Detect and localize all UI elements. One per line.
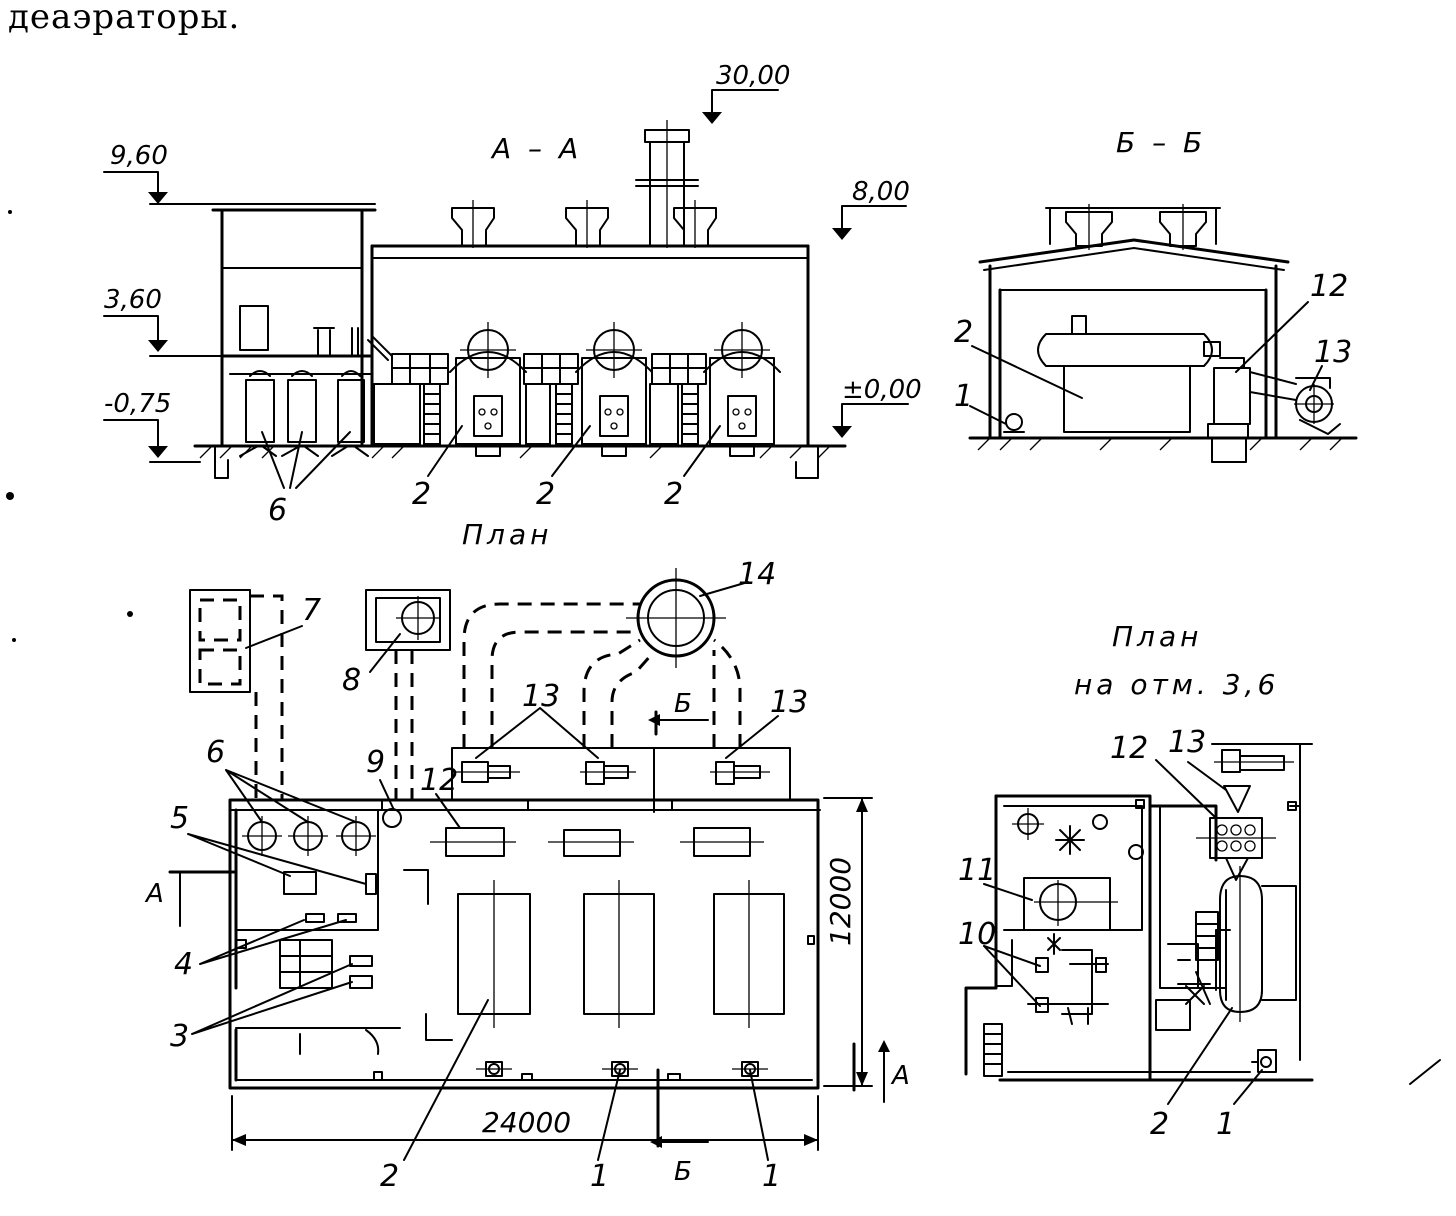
- label-plan-8: 8: [342, 663, 361, 698]
- scan-artifacts: [6, 210, 133, 642]
- bb-pump: [1003, 413, 1025, 433]
- label-aa-6: 6: [268, 493, 287, 528]
- label-aa-2a: 2: [412, 477, 431, 512]
- plan-boilers: [457, 880, 785, 1028]
- plan36-pump-1: [1251, 1049, 1277, 1073]
- label-bb-12: 12: [1310, 269, 1348, 304]
- dim-width: 24000: [482, 1106, 571, 1139]
- mark-30: 30,00: [716, 61, 790, 91]
- bb-roof-inner: [983, 247, 1285, 271]
- roof-ventilators: [451, 200, 717, 248]
- label-p36-13: 13: [1168, 725, 1206, 760]
- label-p36-2: 2: [1150, 1107, 1169, 1142]
- mark-9-60: 9,60: [110, 141, 168, 171]
- annex-frame: [211, 208, 377, 479]
- section-aa: А – А: [103, 61, 922, 528]
- plan36-outline: [964, 743, 1314, 1082]
- plan-tank-7: [189, 589, 284, 800]
- bb-roof-ventilators: [1065, 204, 1207, 250]
- mark-0: ±0,00: [842, 375, 922, 405]
- header-text: деаэраторы.: [8, 0, 240, 37]
- plan36-fan: [1214, 749, 1294, 813]
- plan36-leaders: [983, 759, 1441, 1105]
- bb-vent-frame: [1045, 207, 1221, 245]
- bb-wall-right: [1264, 264, 1278, 440]
- label-bb-13: 13: [1314, 335, 1352, 370]
- bb-ground-hatching: [977, 437, 1343, 451]
- plan-leaders: [187, 581, 779, 1161]
- section-aa-title: А – А: [490, 132, 582, 165]
- label-plan-9: 9: [366, 745, 385, 780]
- label-plan-1b: 1: [762, 1159, 781, 1194]
- bb-roof: [978, 238, 1290, 264]
- deaerator-platform-equipment: [229, 305, 393, 375]
- plan-cut-a: А А: [144, 870, 910, 1103]
- plan36-details: [1012, 799, 1297, 1031]
- boilers: [449, 322, 781, 457]
- label-p36-1: 1: [1216, 1107, 1235, 1142]
- plan-building-outline: [228, 798, 821, 1090]
- section-bb: Б – Б: [954, 126, 1358, 463]
- label-p36-12: 12: [1110, 731, 1148, 766]
- main-plan: План: [144, 518, 910, 1194]
- cut-b-bottom: Б: [674, 1157, 692, 1187]
- plan36-title: План: [1112, 620, 1202, 653]
- cut-b-top: Б: [674, 689, 692, 719]
- plan36-burner-block: [1196, 817, 1276, 881]
- label-p36-11: 11: [958, 853, 996, 888]
- plan-title: План: [462, 518, 552, 551]
- bb-leaders: [969, 301, 1323, 425]
- level-markers: 30,00 9,60 8,00 3,60 -0,75 ±0,00: [103, 61, 922, 463]
- bb-flue-duct: [1207, 357, 1297, 463]
- label-aa-2c: 2: [664, 477, 683, 512]
- label-bb-1: 1: [954, 379, 973, 414]
- bb-wall-left: [988, 264, 1002, 440]
- plan36-subtitle: на отм. 3,6: [1074, 668, 1279, 701]
- mark-3-60: 3,60: [104, 285, 162, 315]
- chimney: [635, 120, 699, 248]
- plan36-unit-11: [1023, 877, 1118, 931]
- label-p36-10: 10: [958, 917, 996, 952]
- label-plan-13b: 13: [770, 685, 808, 720]
- plan-dimensions: 24000 12000: [231, 797, 873, 1151]
- bb-fan: [1294, 377, 1341, 435]
- label-plan-14: 14: [738, 557, 776, 592]
- label-bb-2: 2: [954, 315, 973, 350]
- label-plan-2: 2: [380, 1159, 399, 1194]
- vertical-vessels: [239, 370, 369, 457]
- section-aa-leaders: [261, 425, 721, 489]
- label-plan-1a: 1: [590, 1159, 609, 1194]
- plan-fan-strip: [451, 747, 791, 813]
- plan-36: План на отм. 3,6: [958, 620, 1441, 1142]
- dim-height: 12000: [824, 857, 857, 946]
- plan36-pumps-10: [995, 933, 1109, 1025]
- section-bb-title: Б – Б: [1116, 126, 1206, 159]
- label-plan-13a: 13: [522, 679, 560, 714]
- plan-chimney: [462, 568, 742, 748]
- plan-tank-8: [365, 589, 451, 800]
- label-plan-6: 6: [206, 735, 225, 770]
- bb-boiler: [1037, 315, 1221, 433]
- label-aa-2b: 2: [536, 477, 555, 512]
- label-plan-12: 12: [420, 763, 458, 798]
- plan36-boiler: [1215, 866, 1297, 1022]
- label-plan-5: 5: [170, 801, 189, 836]
- mark-minus-0-75: -0,75: [104, 389, 171, 419]
- cut-a-bottom: А: [890, 1061, 910, 1091]
- plan-cut-b: Б Б: [648, 689, 709, 1187]
- cut-a-top: А: [144, 879, 164, 909]
- plan36-stair: [983, 911, 1219, 1077]
- plan-burners: [430, 827, 764, 857]
- label-plan-4: 4: [174, 947, 193, 982]
- auxiliary-equipment: [373, 353, 707, 445]
- label-plan-3: 3: [170, 1019, 189, 1054]
- mark-8: 8,00: [852, 177, 910, 207]
- label-plan-7: 7: [302, 593, 321, 628]
